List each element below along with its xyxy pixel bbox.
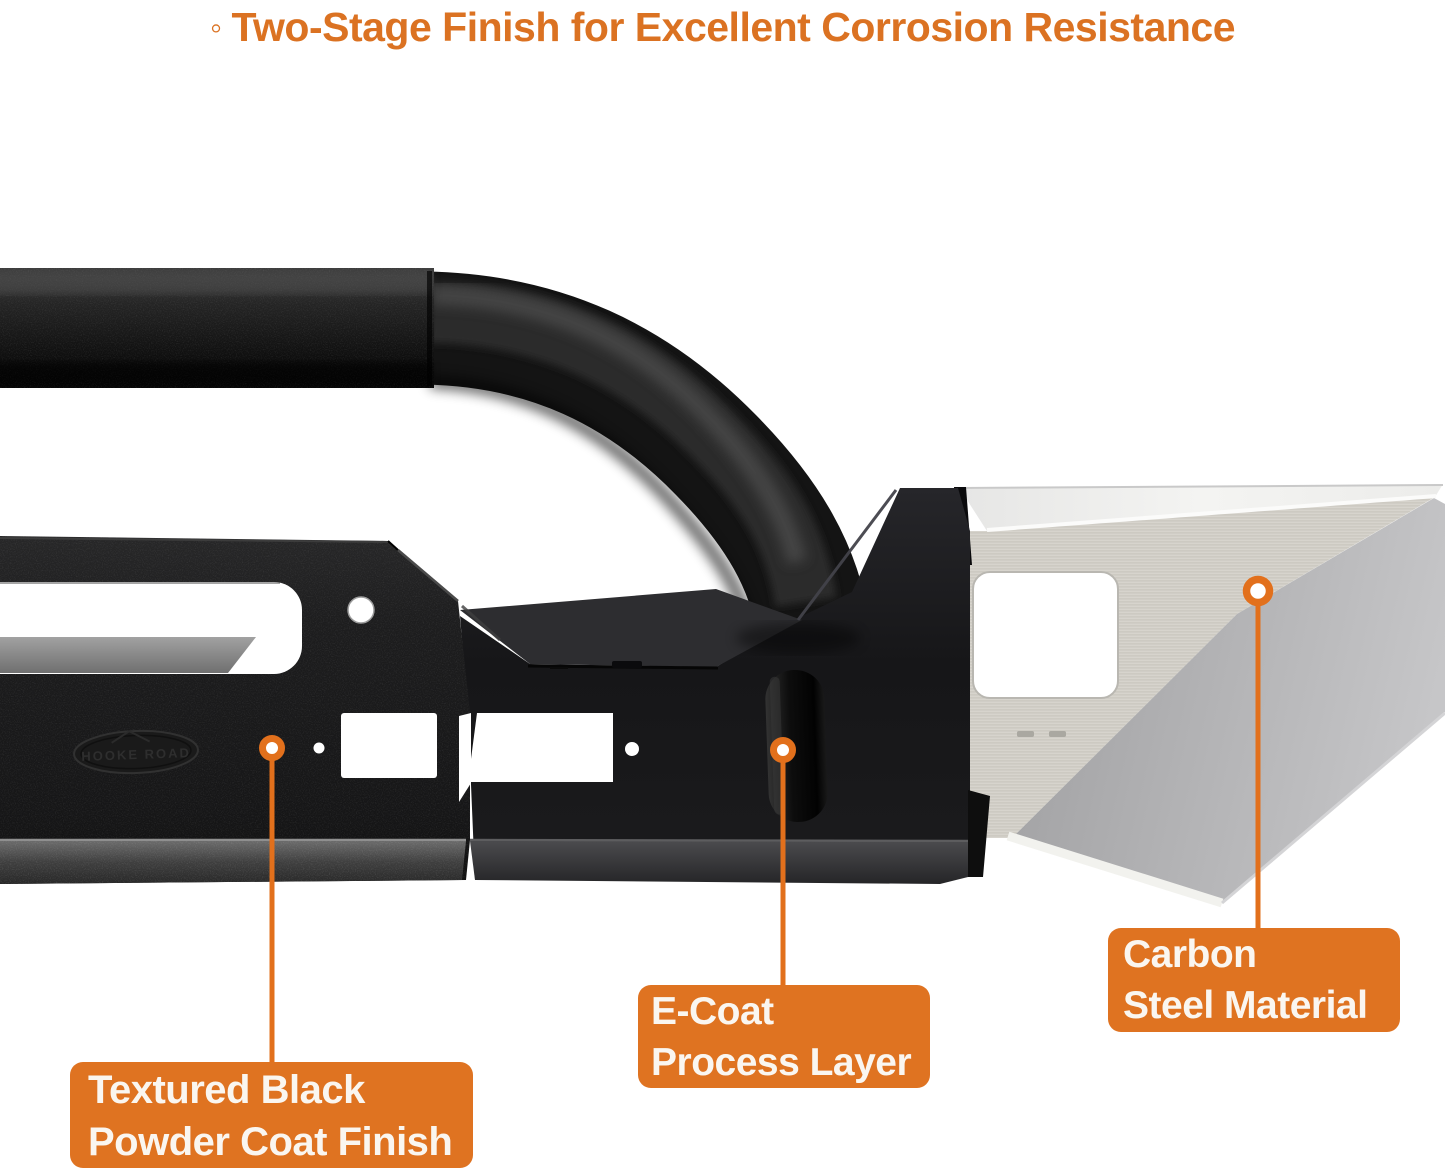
round-hole: [348, 597, 374, 623]
callout-label-e-coat-process-layer: E-Coat Process Layer: [638, 985, 930, 1088]
callout-text-line: Textured Black: [88, 1068, 365, 1112]
title-bullet: ◦: [209, 9, 222, 47]
mid-section: [460, 488, 990, 884]
wing-slot-mark: [1017, 731, 1034, 737]
callout-connectors: [259, 575, 1274, 1062]
wing-ridge-edge: [986, 494, 1437, 532]
marker-dot-3: [1242, 575, 1274, 607]
wing-top-face: [960, 484, 1443, 531]
wing-hole: [973, 572, 1118, 698]
callout-text-line: Process Layer: [651, 1040, 912, 1084]
logo-badge: HOOKE ROAD: [73, 729, 199, 775]
wing-slot-mark: [1049, 731, 1066, 737]
plate-rect-hole: [341, 713, 437, 778]
title-text: Two-Stage Finish for Excellent Corrosion…: [231, 4, 1236, 50]
bull-bar-tube-textured: [0, 268, 434, 388]
callout-text-line: Powder Coat Finish: [88, 1120, 453, 1164]
callout-text-line: E-Coat: [651, 990, 774, 1033]
bolt-hole: [625, 742, 639, 756]
logo-embossed-text: HOOKE ROAD: [81, 745, 191, 764]
mid-top-shelf: [460, 589, 802, 667]
bumper-plate-textured: HOOKE ROAD: [0, 536, 471, 884]
mid-bottom-chamfer: [470, 841, 968, 884]
bull-bar-tube: [423, 271, 871, 643]
marker-dot-1: [259, 735, 285, 761]
page-title: ◦Two-Stage Finish for Excellent Corrosio…: [0, 4, 1445, 51]
wing-underside: [1012, 498, 1445, 902]
small-hole: [313, 742, 325, 754]
callout-label-carbon-steel-material: Carbon Steel Material: [1108, 928, 1400, 1032]
callout-text-line: Steel Material: [1123, 983, 1368, 1027]
silver-wing: [954, 484, 1445, 908]
marker-dot-2: [770, 737, 796, 763]
tube-seam: [427, 271, 432, 386]
winch-slot: [0, 582, 302, 674]
mid-rect-hole: [468, 713, 613, 782]
wing-bottom-chamfer: [1006, 831, 1224, 908]
callout-text-line: Carbon: [1123, 933, 1257, 976]
callout-label-textured-black-powder-coat-finish: Textured Black Powder Coat Finish: [70, 1062, 473, 1168]
